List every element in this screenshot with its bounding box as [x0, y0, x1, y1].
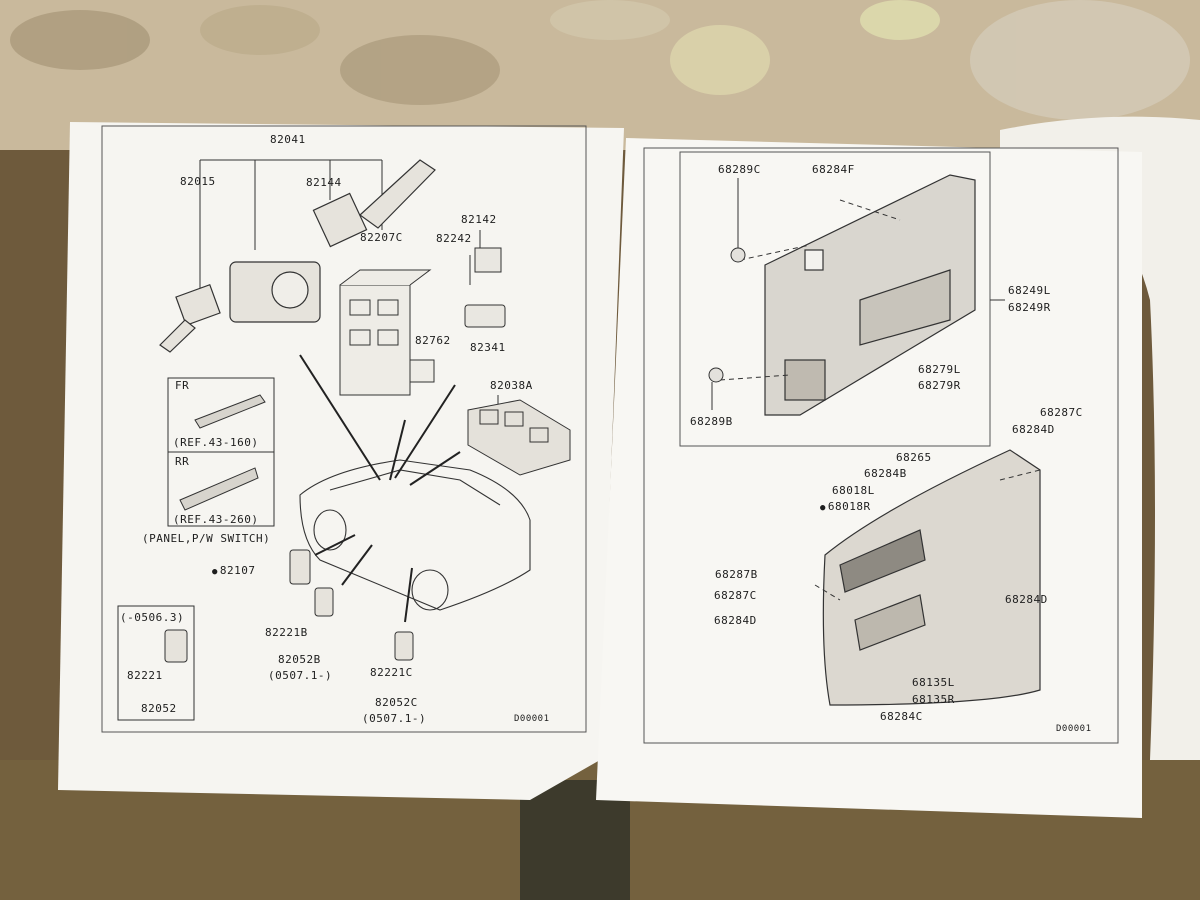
clip-68289b: [708, 367, 724, 383]
right-sheet-code: D00001: [1056, 724, 1092, 734]
label-68279l: 68279L: [918, 363, 961, 376]
fabric-pattern: [10, 0, 1190, 120]
label-rr: RR: [175, 455, 190, 468]
label-82221: 82221: [127, 669, 163, 682]
label-range-0506-3: (-0506.3): [120, 611, 185, 624]
label-82221c: 82221C: [370, 666, 413, 679]
relay-82142: [464, 247, 506, 328]
label-68249l: 68249L: [1008, 284, 1051, 297]
label-82052: 82052: [141, 702, 177, 715]
label-82207c: 82207C: [360, 231, 403, 244]
bottom-switches: [164, 549, 414, 663]
label-82242: 82242: [436, 232, 472, 245]
label-68287c-top: 68287C: [1040, 406, 1083, 419]
label-68289c: 68289C: [718, 163, 761, 176]
label-82762: 82762: [415, 334, 451, 347]
towel: [1000, 116, 1200, 760]
rr-switch-drawing: [179, 467, 259, 511]
label-panel-pw-switch: (PANEL,P/W SWITCH): [142, 532, 271, 545]
label-68284b: 68284B: [864, 467, 907, 480]
fr-switch-drawing: [194, 394, 266, 429]
label-68018l: 68018L: [832, 484, 875, 497]
left-sheet-code: D00001: [514, 714, 550, 724]
label-82038a: 82038A: [490, 379, 533, 392]
label-68135r: 68135R: [912, 693, 955, 706]
label-68287b: 68287B: [715, 568, 758, 581]
label-82144: 82144: [306, 176, 342, 189]
variant-box: [117, 605, 195, 721]
vehicle-outline: [299, 459, 531, 611]
label-82107: 82107: [212, 565, 256, 578]
label-82041: 82041: [270, 133, 306, 146]
label-68287c: 68287C: [714, 589, 757, 602]
label-68289b: 68289B: [690, 415, 733, 428]
callout-arrows: [299, 354, 461, 623]
upper-dashed-guides: [719, 199, 901, 381]
door-trim-upper: [764, 174, 976, 416]
rr-box: [167, 451, 275, 527]
label-82142: 82142: [461, 213, 497, 226]
label-68018r: 68018R: [820, 501, 871, 514]
left-leader-lines: [199, 159, 499, 410]
label-68249r: 68249R: [1008, 301, 1051, 314]
label-82221b: 82221B: [265, 626, 308, 639]
lower-dashed-guides: [814, 469, 1041, 601]
door-trim-lower: [822, 449, 1041, 706]
label-82052c: 82052C: [375, 696, 418, 709]
label-82015: 82015: [180, 175, 216, 188]
label-82341: 82341: [470, 341, 506, 354]
label-68284c: 68284C: [880, 710, 923, 723]
right-upper-box: [679, 151, 991, 447]
junction-block: [339, 269, 435, 396]
label-fr: FR: [175, 379, 190, 392]
label-68265: 68265: [896, 451, 932, 464]
label-68284d-left: 68284D: [714, 614, 757, 627]
label-ref-43-260: (REF.43-260): [173, 513, 259, 526]
label-68284f: 68284F: [812, 163, 855, 176]
clip-68289c: [730, 247, 746, 263]
label-68135l: 68135L: [912, 676, 955, 689]
label-68284d-top: 68284D: [1012, 423, 1055, 436]
right-frame: [643, 147, 1119, 744]
window-switch-82038a: [467, 399, 571, 476]
label-68284d-right: 68284D: [1005, 593, 1048, 606]
left-frame: [101, 125, 587, 733]
label-range-0507-1-c: (0507.1-): [362, 712, 427, 725]
label-82052b: 82052B: [278, 653, 321, 666]
label-range-0507-1-b: (0507.1-): [268, 669, 333, 682]
upper-leaders: [711, 178, 1005, 410]
label-ref-43-160: (REF.43-160): [173, 436, 259, 449]
label-68279r: 68279R: [918, 379, 961, 392]
combination-switch: [159, 159, 436, 353]
